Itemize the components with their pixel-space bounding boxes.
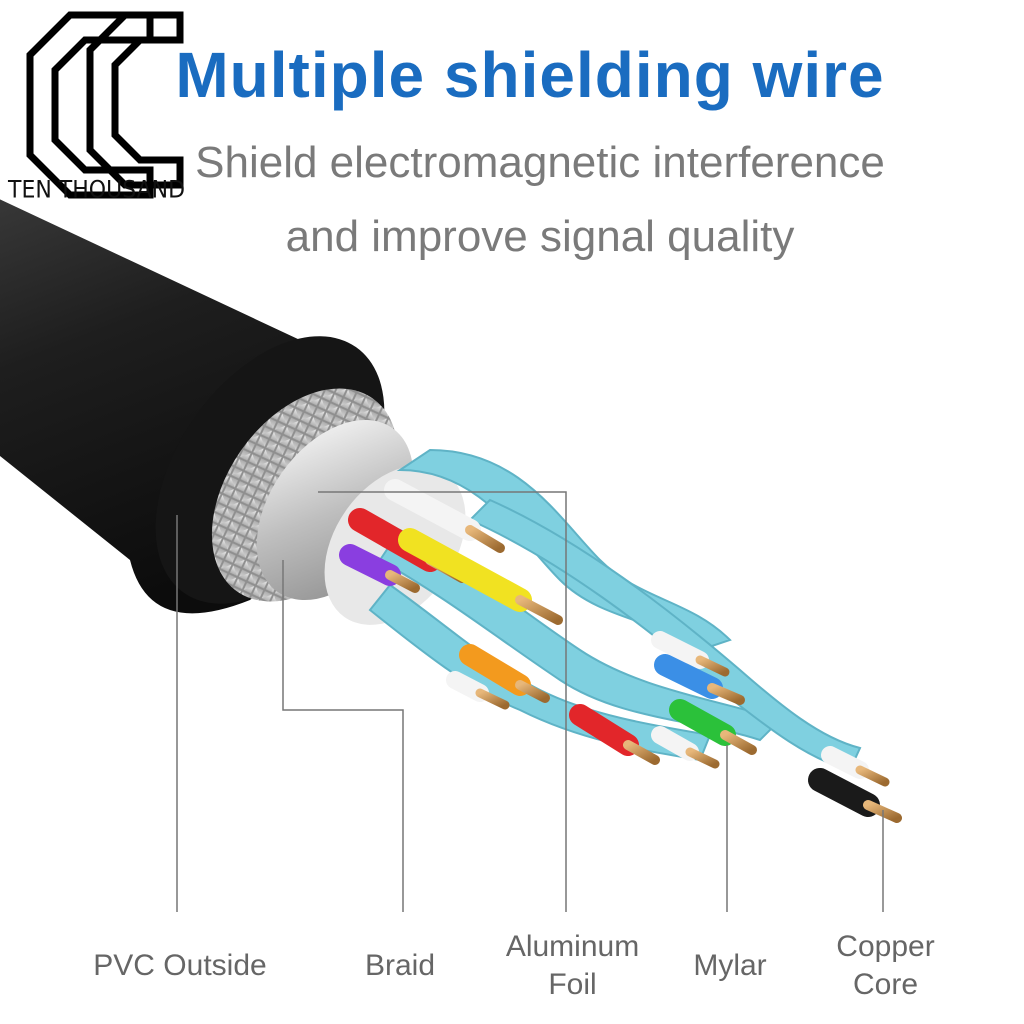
label-braid: Braid <box>350 947 450 985</box>
callout-line-foil <box>318 491 567 912</box>
label-copper-text: Copper <box>836 930 935 963</box>
label-aluminum-foil: Aluminum Foil <box>490 928 655 1004</box>
brand-name: TEN THOUSAND <box>8 176 186 205</box>
label-foil-text: Foil <box>548 968 597 1001</box>
callout-line-braid <box>282 560 404 912</box>
label-pvc-outside-text: PVC Outside <box>93 949 267 982</box>
label-mylar: Mylar <box>680 947 780 985</box>
label-core-text: Core <box>852 968 919 1001</box>
double-c-logo-icon <box>26 11 184 199</box>
label-mylar-text: Mylar <box>693 949 767 982</box>
label-copper-core: Copper Core <box>818 928 953 1004</box>
subtitle-line-2: and improve signal quality <box>285 212 795 261</box>
label-pvc-outside: PVC Outside <box>70 947 290 985</box>
label-aluminum-text: Aluminum <box>505 930 640 963</box>
subtitle-line-1: Shield electromagnetic interference <box>195 138 885 187</box>
conductors <box>339 479 902 823</box>
page-title: Multiple shielding wire <box>175 39 885 111</box>
label-braid-text: Braid <box>364 949 436 982</box>
callout-lines <box>176 491 884 912</box>
